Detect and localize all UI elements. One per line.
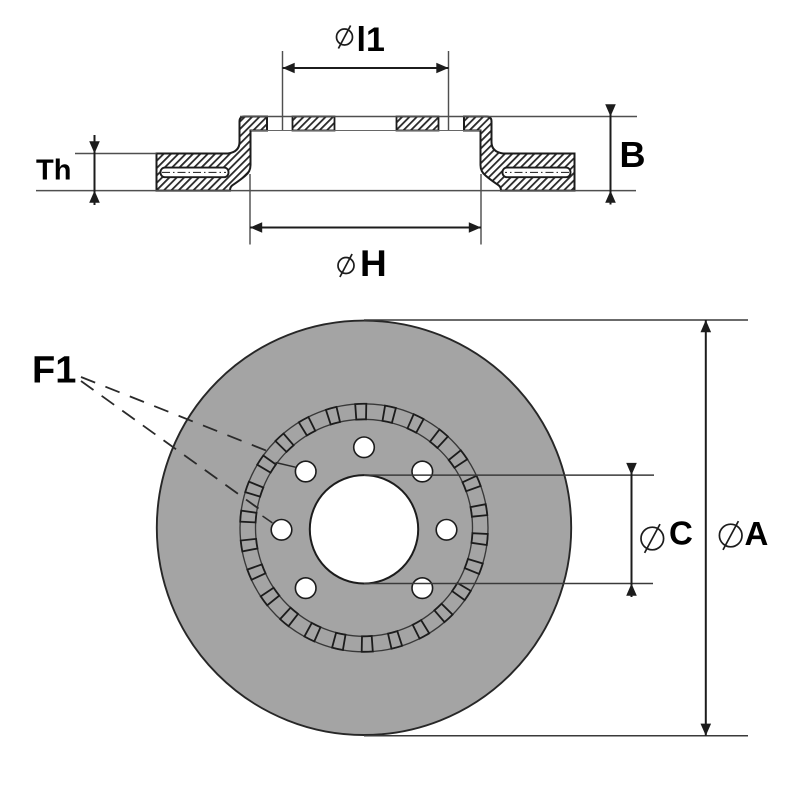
svg-text:Th: Th: [36, 155, 71, 187]
svg-text:A: A: [745, 515, 769, 552]
svg-text:H: H: [360, 243, 387, 284]
svg-text:C: C: [669, 515, 693, 552]
svg-text:B: B: [620, 134, 646, 175]
svg-text:l1: l1: [357, 21, 385, 59]
svg-text:F1: F1: [32, 350, 76, 392]
